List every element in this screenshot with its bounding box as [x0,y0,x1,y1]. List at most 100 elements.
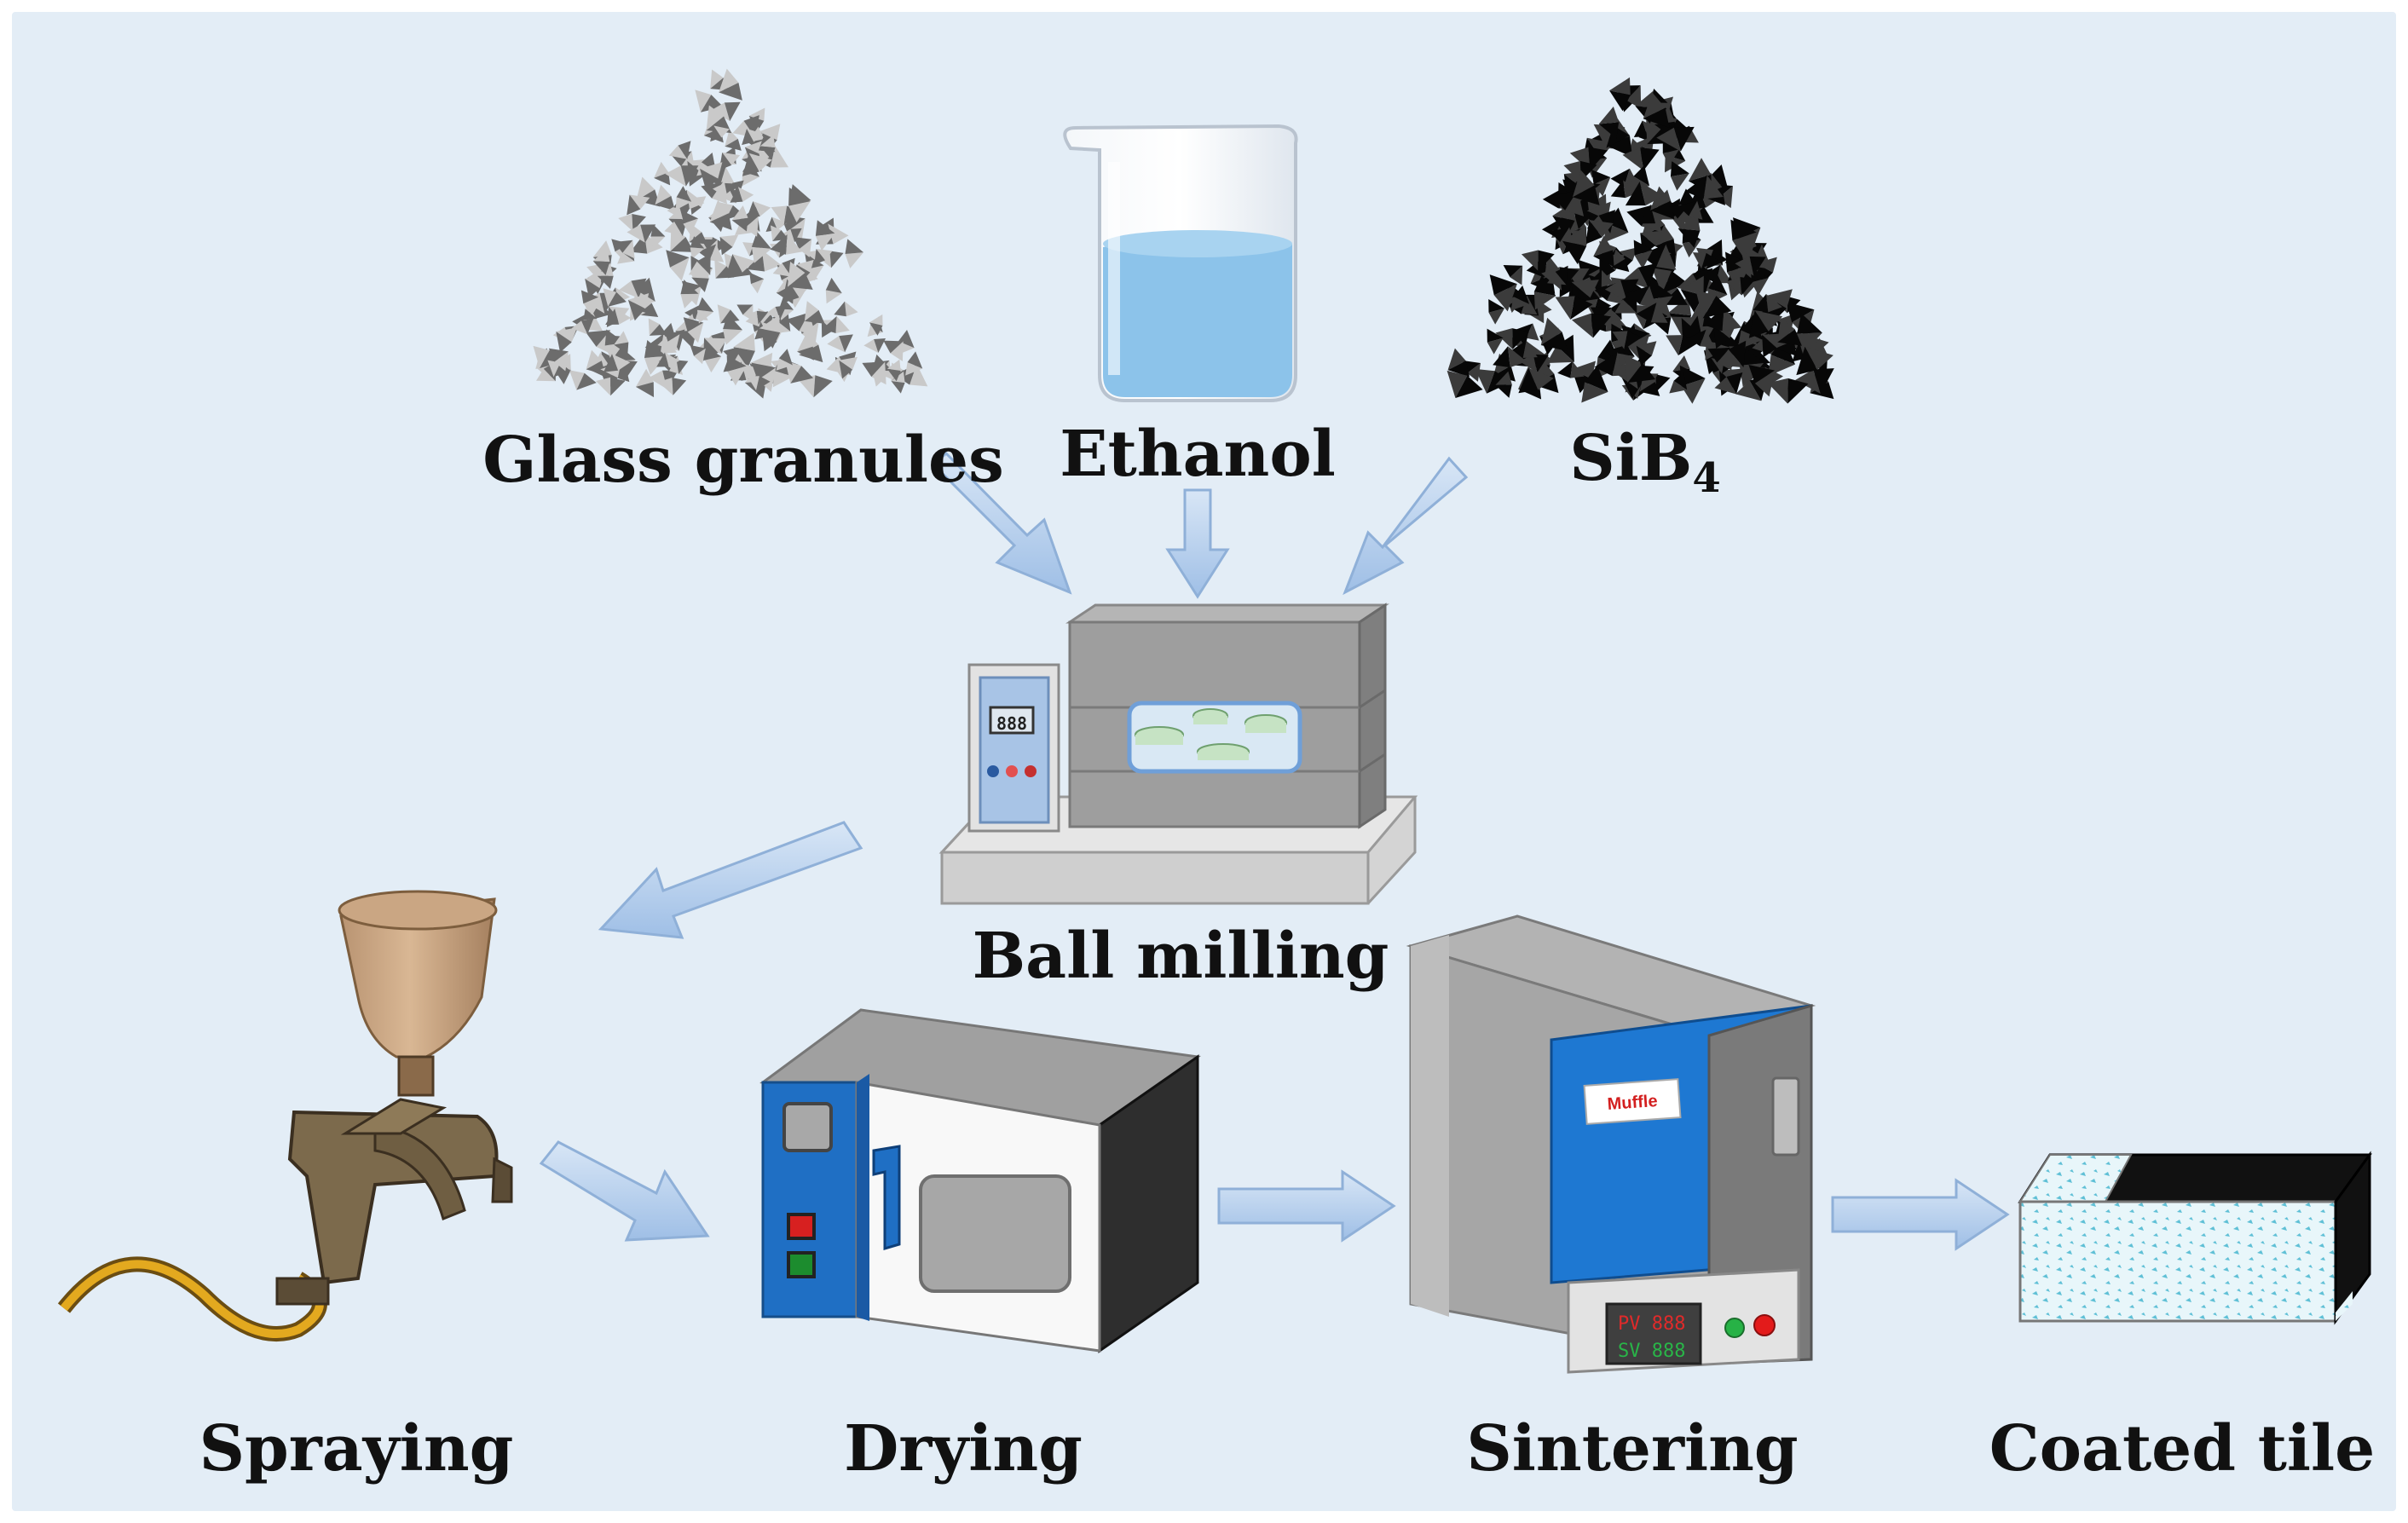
granule [533,345,563,369]
granule [1735,256,1766,276]
granule [1503,264,1523,286]
granule [1557,361,1585,378]
granule [862,361,886,385]
granule [603,354,631,372]
granule [1768,337,1796,377]
granule [1555,296,1593,320]
granule [1725,276,1756,296]
granule [1591,170,1611,197]
arrow-sib4-to-mill [1343,456,1469,596]
granule [804,301,825,324]
granule [1626,286,1657,309]
granule [759,314,781,349]
granule [1518,367,1554,394]
granule [731,205,748,232]
granule [723,313,743,345]
granule [1611,249,1630,273]
glass-granules-pile [533,68,928,399]
granule [719,68,742,101]
granule [1636,341,1657,366]
granule [690,236,705,259]
granule [839,356,858,379]
granule [883,340,904,361]
granule [845,239,864,268]
granule [1717,340,1747,368]
granule [614,331,629,355]
granule [825,277,842,304]
granule [1593,235,1614,268]
granule [1640,244,1677,270]
granule [1622,147,1660,171]
granule [1540,317,1568,352]
granule [1753,294,1782,313]
granule [627,194,650,216]
granule [1572,170,1600,205]
granule [1533,274,1556,310]
granule [1650,186,1675,220]
granule [1684,175,1724,199]
arrow-sintering-to-tile [1831,1178,2010,1251]
drying-oven [759,1008,1202,1353]
granule [709,199,732,230]
granule [586,349,606,375]
granule [786,312,817,336]
granule [776,349,793,371]
granule [719,152,741,170]
granule [726,355,747,386]
granule [770,234,803,255]
granule [648,318,667,336]
arrow-drying-to-sintering [1217,1169,1396,1243]
granule [1447,370,1483,399]
granule [1695,289,1732,319]
granule [1666,335,1699,356]
granule [1643,92,1670,128]
granule [1493,346,1527,368]
granule [1669,372,1688,394]
granule [719,234,739,256]
arrow-spraying-to-drying [539,1140,710,1242]
pv-readout: PV 888 [1618,1313,1685,1335]
arrow-mill-to-spraying [598,821,863,939]
granule [569,370,597,390]
granule [742,128,764,146]
granule [1547,265,1568,286]
granule [886,359,901,382]
arrow-ethanol-to-mill [1165,488,1230,599]
granule [654,161,671,186]
granule [1488,299,1504,325]
granule [592,248,610,275]
granule [650,224,666,249]
granule [1679,365,1706,404]
granule [627,292,650,321]
granule [1612,331,1642,349]
granule [1670,161,1689,191]
granule [1495,328,1529,349]
granule [822,315,850,334]
granule [725,254,755,277]
arrow-glass-to-mill [931,451,1072,595]
granule [703,337,728,361]
granule [1521,250,1555,271]
granule [869,314,883,336]
granule [548,348,569,372]
ball-mill-machine [938,603,1418,905]
granule [746,201,771,219]
label-sib4: SiB4 [1569,427,1721,499]
granule [1688,329,1715,348]
granule [595,377,626,396]
granule [747,376,771,391]
granule [1510,286,1530,311]
granule [655,184,676,211]
label-sintering: Sintering [1466,1412,1799,1486]
granule [1604,279,1639,302]
granule [1598,107,1620,139]
granule [1519,354,1549,373]
granule [1794,368,1834,395]
granule [710,101,741,122]
granule [1489,274,1517,312]
granule [1692,252,1718,269]
granule [683,317,704,343]
granule [797,375,833,398]
granule [635,368,655,398]
granule [797,334,814,361]
